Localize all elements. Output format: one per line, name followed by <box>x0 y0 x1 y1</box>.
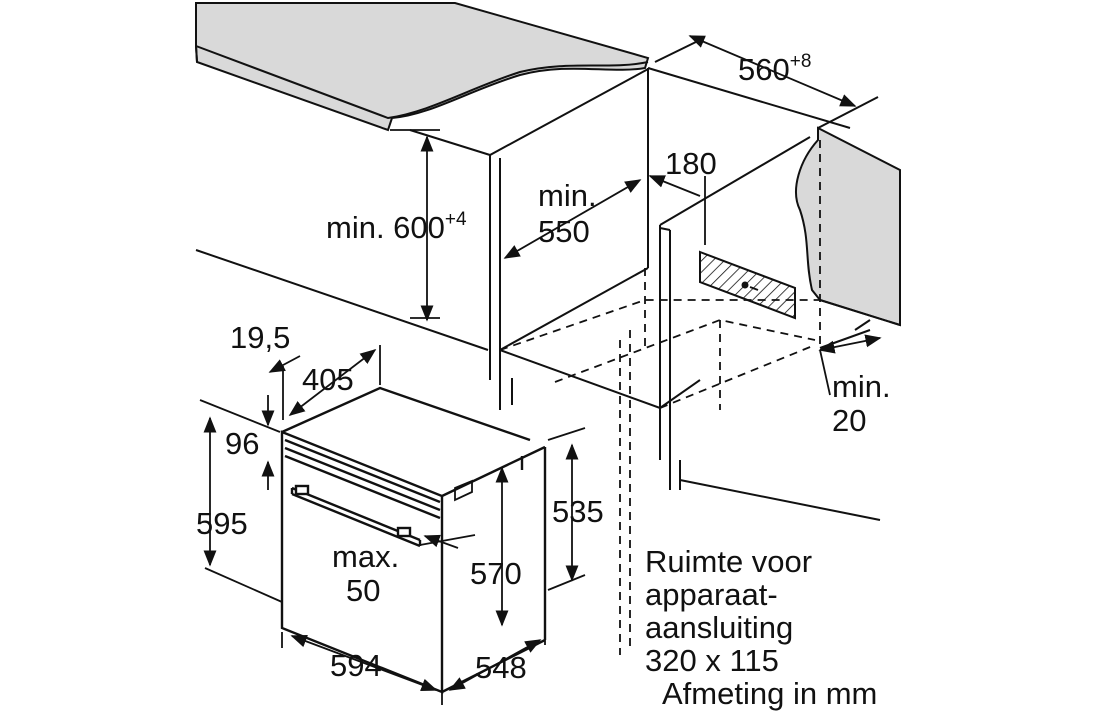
dim-min-550-line2: 550 <box>538 214 590 249</box>
dim-min-20-line1: min. <box>832 369 891 404</box>
countertop <box>195 1 901 327</box>
dim-min-550: min. 550 <box>538 178 597 250</box>
dim-min-600-tolerance: +4 <box>444 209 467 230</box>
dim-19-5: 19,5 <box>230 320 291 355</box>
note-line-2: apparaat- <box>645 577 778 612</box>
note-line-1: Ruimte voor <box>645 544 813 579</box>
dim-max-50-line2: 50 <box>346 573 381 608</box>
dim-min-20-line2: 20 <box>832 403 867 438</box>
dim-max-50: max. 50 <box>332 540 399 608</box>
dim-548: 548 <box>475 650 527 685</box>
dim-595: 595 <box>196 506 248 541</box>
dim-min-600: min. 600+4 <box>326 210 467 243</box>
dim-535: 535 <box>552 494 604 529</box>
cabinet-niche <box>195 39 881 521</box>
door-handle <box>290 484 422 548</box>
dim-180: 180 <box>665 146 717 181</box>
dim-96: 96 <box>225 426 260 461</box>
dim-405: 405 <box>302 362 354 397</box>
dim-max-50-line1: max. <box>332 539 400 574</box>
dim-594: 594 <box>330 648 382 683</box>
dim-560-value: 560 <box>738 52 790 87</box>
note-line-3: aansluiting <box>645 610 794 645</box>
socket-icon <box>741 281 749 289</box>
dim-min-600-value: min. 600 <box>326 210 445 245</box>
dimension-lines <box>199 35 882 705</box>
dim-560: 560+8 <box>738 52 811 85</box>
dim-min-20: min. 20 <box>832 370 891 438</box>
dim-560-tolerance: +8 <box>789 51 812 72</box>
socket-area <box>699 250 796 320</box>
note-line-4: 320 x 115 <box>645 643 779 678</box>
unit-note: Afmeting in mm <box>662 676 878 711</box>
connection-space-note: Ruimte voor apparaat- aansluiting 320 x … <box>645 545 877 710</box>
dim-min-550-line1: min. <box>538 178 597 213</box>
dim-570: 570 <box>470 556 522 591</box>
